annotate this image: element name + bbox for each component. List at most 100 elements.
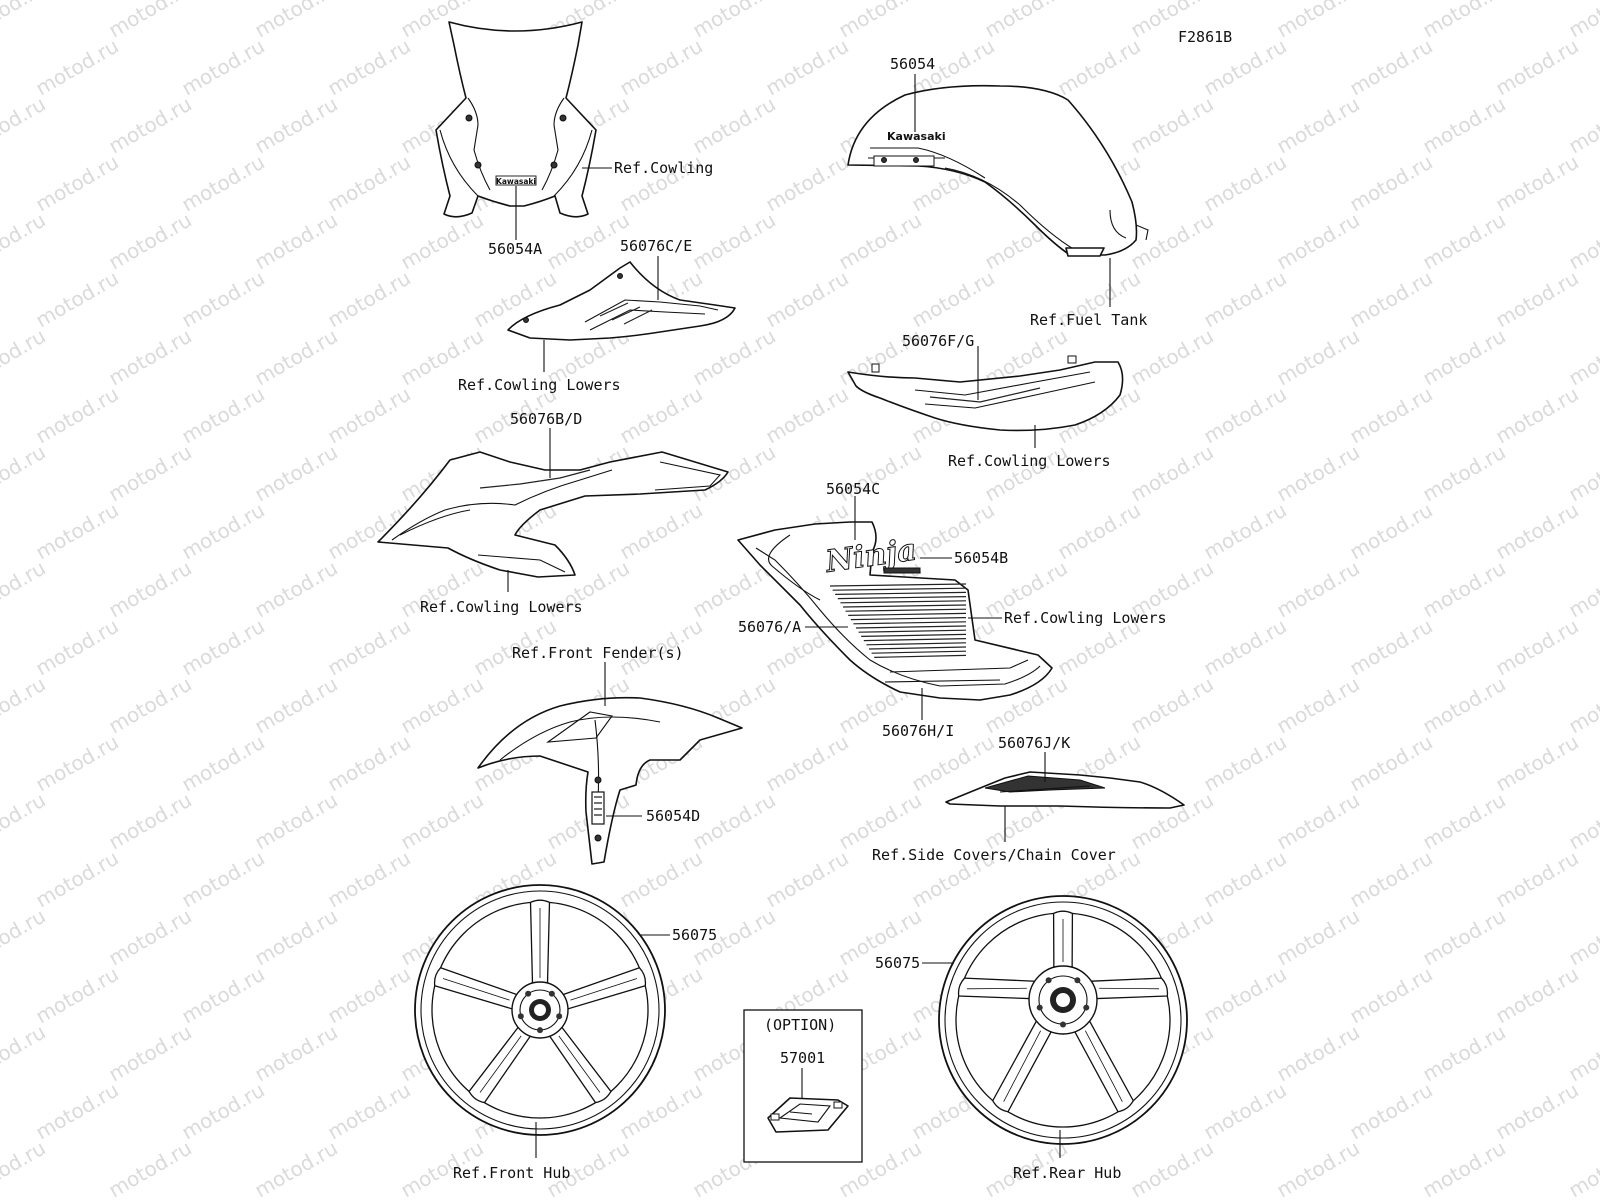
figure-code: F2861B [1178, 28, 1232, 46]
watermark-text: motod.ru [0, 556, 50, 623]
watermark-text: motod.ru [1345, 266, 1436, 333]
watermark-text: motod.ru [1564, 208, 1600, 275]
watermark-text: motod.ru [104, 0, 195, 42]
watermark-text: motod.ru [31, 266, 122, 333]
watermark-text: motod.ru [1418, 1136, 1509, 1200]
watermark-text: motod.ru [1491, 266, 1582, 333]
hub-bolt [1045, 977, 1052, 984]
watermark-text: motod.ru [250, 92, 341, 159]
stripe-hatch [829, 583, 967, 658]
watermark-text: motod.ru [177, 382, 268, 449]
watermark-text: motod.ru [1345, 614, 1436, 681]
watermark-text: motod.ru [31, 150, 122, 217]
watermark-text: motod.ru [1491, 1078, 1582, 1145]
watermark-text: motod.ru [250, 556, 341, 623]
option-label: (OPTION) [764, 1016, 836, 1034]
watermark-text: motod.ru [1345, 1194, 1436, 1200]
watermark-text: motod.ru [1272, 0, 1363, 42]
watermark-text: motod.ru [761, 382, 852, 449]
watermark-text: motod.ru [0, 1020, 50, 1087]
label-56054A: 56054A [488, 240, 542, 258]
watermark-text: motod.ru [177, 1194, 268, 1200]
ref-cowling-lowers-4: Ref.Cowling Lowers [1004, 609, 1167, 627]
watermark-text: motod.ru [1272, 208, 1363, 275]
hub-bolt [1036, 1004, 1043, 1011]
watermark-text: motod.ru [1345, 498, 1436, 565]
cowling-lower-decal-bd [377, 451, 729, 578]
watermark-text: motod.ru [1272, 1020, 1363, 1087]
watermark-text: motod.ru [1491, 382, 1582, 449]
label-56054: 56054 [890, 55, 935, 73]
watermark-text: motod.ru [104, 788, 195, 855]
watermark-text: motod.ru [323, 382, 414, 449]
hub-bolt [1060, 1021, 1066, 1028]
watermark-text: motod.ru [761, 730, 852, 797]
watermark-text: motod.ru [761, 846, 852, 913]
label-56054D: 56054D [646, 807, 700, 825]
watermark-text: motod.ru [250, 904, 341, 971]
watermark-text: motod.ru [250, 0, 341, 42]
watermark-text: motod.ru [31, 1078, 122, 1145]
windscreen: Kawasaki [435, 21, 597, 218]
watermark-text: motod.ru [761, 1194, 852, 1200]
watermark-text: motod.ru [1418, 672, 1509, 739]
watermark-text: motod.ru [980, 0, 1071, 42]
watermark-text: motod.ru [1345, 34, 1436, 101]
option-box: (OPTION) 57001 [743, 1009, 863, 1163]
ref-cowling-lowers-3: Ref.Cowling Lowers [420, 598, 583, 616]
watermark-text: motod.ru [177, 266, 268, 333]
watermark-text: motod.ru [1564, 1020, 1600, 1087]
watermark-text: motod.ru [396, 208, 487, 275]
label-56076HI: 56076H/I [882, 722, 954, 740]
watermark-text: motod.ru [31, 846, 122, 913]
watermark-text: motod.ru [1418, 208, 1509, 275]
watermark-text: motod.ru [1126, 208, 1217, 275]
watermark-text: motod.ru [1564, 324, 1600, 391]
watermark-text: motod.ru [0, 324, 50, 391]
watermark-text: motod.ru [615, 382, 706, 449]
watermark-text: motod.ru [834, 788, 925, 855]
watermark-text: motod.ru [1564, 904, 1600, 971]
watermark-text: motod.ru [1418, 92, 1509, 159]
watermark-text: motod.ru [1491, 730, 1582, 797]
watermark-text: motod.ru [177, 1078, 268, 1145]
watermark-text: motod.ru [31, 1194, 122, 1200]
watermark-text: motod.ru [1199, 962, 1290, 1029]
watermark-text: motod.ru [980, 440, 1071, 507]
watermark-text: motod.ru [469, 1194, 560, 1200]
watermark-text: motod.ru [615, 1194, 706, 1200]
watermark-text: motod.ru [1199, 614, 1290, 681]
watermark-text: motod.ru [0, 440, 50, 507]
watermark-text: motod.ru [104, 1136, 195, 1200]
watermark-text: motod.ru [323, 34, 414, 101]
watermark-text: motod.ru [1491, 150, 1582, 217]
fuel-tank: Kawasaki [847, 84, 1149, 257]
watermark-text: motod.ru [0, 92, 50, 159]
watermark-text: motod.ru [615, 498, 706, 565]
watermark-text: motod.ru [834, 208, 925, 275]
watermark-text: motod.ru [323, 1078, 414, 1145]
front-fender [477, 696, 743, 865]
watermark-text: motod.ru [1199, 150, 1290, 217]
label-56076JK: 56076J/K [998, 734, 1070, 752]
front-wheel [414, 884, 666, 1136]
watermark-text: motod.ru [907, 1194, 998, 1200]
label-57001: 57001 [780, 1049, 825, 1067]
label-56075-rear: 56075 [875, 954, 920, 972]
watermark-text: motod.ru [1345, 730, 1436, 797]
watermark-text: motod.ru [0, 208, 50, 275]
watermark-text: motod.ru [1491, 498, 1582, 565]
watermark-text: motod.ru [1272, 788, 1363, 855]
watermark-text: motod.ru [1564, 672, 1600, 739]
watermark-text: motod.ru [0, 904, 50, 971]
cowling-lower-decal-fg [847, 355, 1124, 432]
watermark-text: motod.ru [104, 556, 195, 623]
watermark-text: motod.ru [104, 672, 195, 739]
watermark-text: motod.ru [1418, 324, 1509, 391]
watermark-text: motod.ru [615, 846, 706, 913]
cowling-lower-decal-ce [507, 261, 736, 341]
watermark-text: motod.ru [1564, 1136, 1600, 1200]
watermark-text: motod.ru [250, 788, 341, 855]
watermark-text: motod.ru [1345, 962, 1436, 1029]
watermark-text: motod.ru [1272, 1136, 1363, 1200]
